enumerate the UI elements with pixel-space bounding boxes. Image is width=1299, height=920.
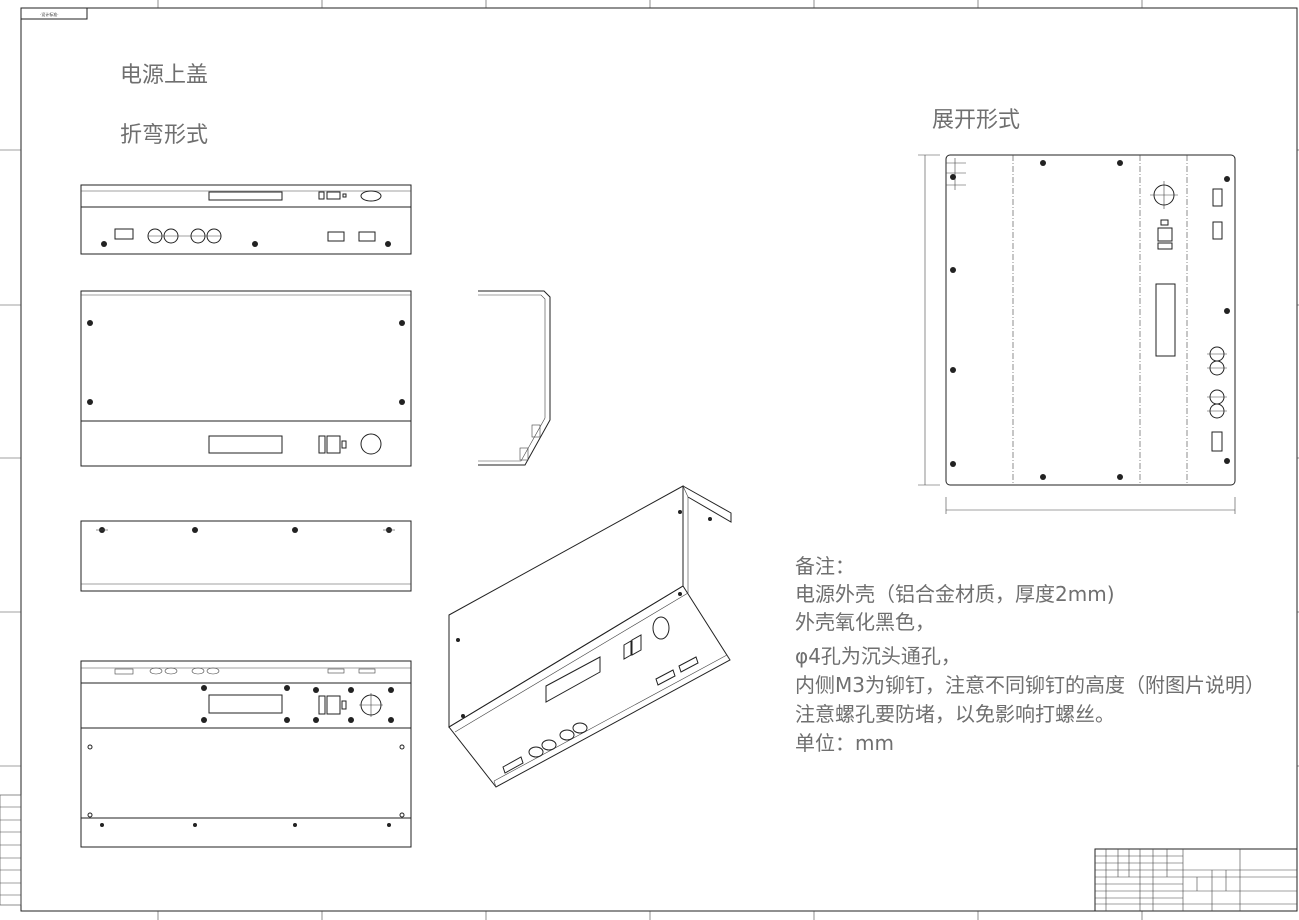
corner-label: ·设计标准· xyxy=(40,11,59,17)
note-line: 电源外壳（铝合金材质，厚度2mm) xyxy=(795,582,1115,606)
inside-view xyxy=(80,660,412,848)
note-line: φ4孔为沉头通孔， xyxy=(795,644,961,668)
note-line: 单位：mm xyxy=(795,731,894,755)
note-line: 注意螺孔要防堵，以免影响打螺丝。 xyxy=(795,702,1115,726)
title-bent: 折弯形式 xyxy=(120,123,208,148)
side-view xyxy=(478,290,551,466)
title-top: 电源上盖 xyxy=(120,63,208,88)
note-line: 备注： xyxy=(795,554,855,578)
title-unfold: 展开形式 xyxy=(932,108,1020,133)
bottom-view xyxy=(80,520,412,592)
top-view xyxy=(80,290,412,467)
title-block xyxy=(1094,848,1298,912)
notes-block: 备注： 电源外壳（铝合金材质，厚度2mm) 外壳氧化黑色， φ4孔为沉头通孔， … xyxy=(795,554,1265,755)
note-line: 内侧M3为铆钉，注意不同铆钉的高度（附图片说明） xyxy=(795,673,1265,697)
front-view xyxy=(80,184,412,255)
unfold-view xyxy=(918,154,1236,514)
isometric-view xyxy=(448,485,732,788)
note-line: 外壳氧化黑色， xyxy=(795,610,935,634)
